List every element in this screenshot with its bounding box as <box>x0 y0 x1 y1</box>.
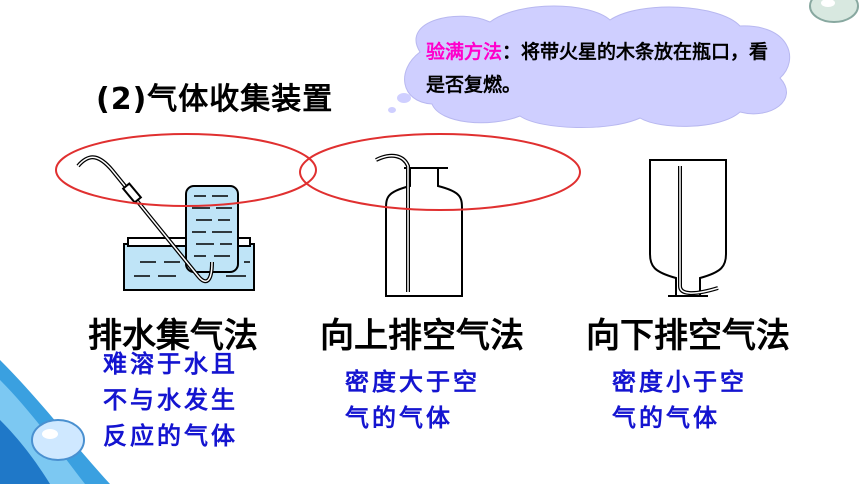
top-right-drop-icon <box>809 0 859 23</box>
upward-displacement-apparatus <box>375 153 463 297</box>
note-line: 密度大于空 <box>345 367 480 396</box>
note-line: 反应的气体 <box>103 421 238 450</box>
callout-body: ：将带火星的木条放在瓶口，看是否复燃。 <box>426 41 769 96</box>
callout-label: 验满方法 <box>426 41 503 63</box>
section-title: (2)气体收集装置 <box>96 82 334 117</box>
method-downward-displacement: 向下排空气法 <box>586 316 790 356</box>
method-upward-displacement: 向上排空气法 <box>320 316 524 356</box>
note-line: 难溶于水且 <box>103 349 238 378</box>
note-line: 气的气体 <box>345 403 453 432</box>
thought-cloud <box>388 5 790 128</box>
note-line: 不与水发生 <box>103 385 238 414</box>
note-line: 密度小于空 <box>612 367 747 396</box>
note-water-displacement: 难溶于水且 不与水发生 反应的气体 <box>103 346 238 454</box>
callout-text: 验满方法：将带火星的木条放在瓶口，看是否复燃。 <box>426 36 776 102</box>
note-upward-displacement: 密度大于空 气的气体 <box>345 364 480 436</box>
downward-displacement-apparatus <box>649 159 727 297</box>
water-displacement-apparatus <box>76 155 255 291</box>
method-water-displacement: 排水集气法 <box>88 316 258 356</box>
water-drop-icon <box>31 419 85 461</box>
highlight-ellipses <box>55 133 581 211</box>
note-downward-displacement: 密度小于空 气的气体 <box>612 364 747 436</box>
note-line: 气的气体 <box>612 403 720 432</box>
